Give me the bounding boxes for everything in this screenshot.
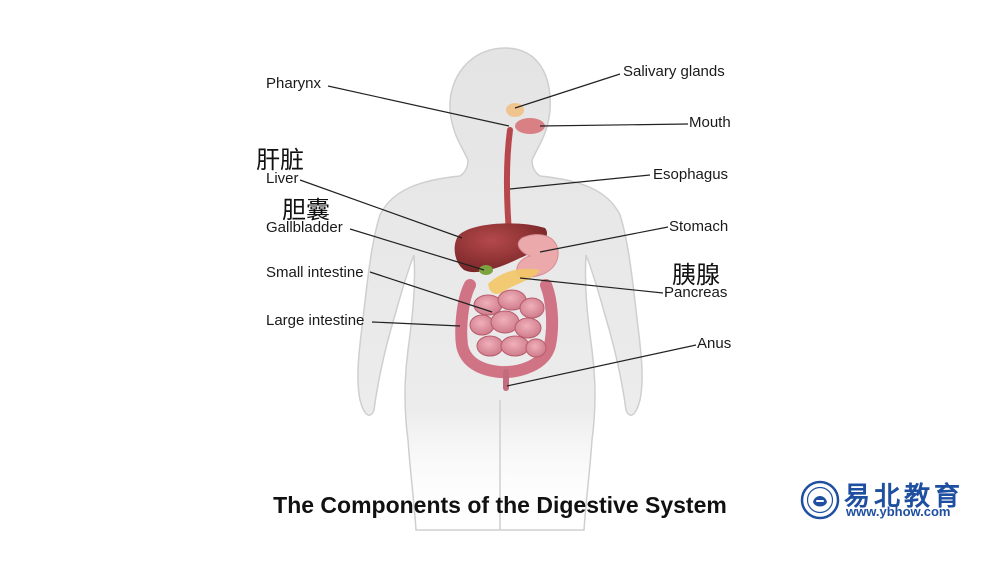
diagram-title: The Components of the Digestive System xyxy=(273,492,727,518)
mouth-shape xyxy=(515,118,545,134)
leader-small-intestine xyxy=(369,271,493,313)
brand-logo-url: www.ybhow.com xyxy=(846,504,951,519)
label-stomach: Stomach xyxy=(669,218,729,235)
leader-pharynx xyxy=(327,85,510,127)
leader-liver xyxy=(299,179,463,239)
large-intestine-shape xyxy=(455,279,559,379)
leader-gallbladder xyxy=(349,228,485,271)
small-intestine-shape xyxy=(469,289,547,358)
leader-lines xyxy=(299,73,697,387)
brand-logo: 易北教育 www.ybhow.com xyxy=(800,478,985,524)
gallbladder-shape xyxy=(479,265,493,275)
leader-salivary-glands xyxy=(514,73,621,109)
leader-pancreas xyxy=(519,277,664,294)
label-mouth: Mouth xyxy=(689,114,731,131)
leader-esophagus xyxy=(509,174,651,190)
label-anus: Anus xyxy=(697,335,732,352)
brand-logo-mark xyxy=(800,480,840,520)
leader-stomach xyxy=(539,226,669,253)
leader-anus xyxy=(506,344,697,387)
label-esophagus: Esophagus xyxy=(653,166,729,183)
label-gallbladder-cn: 胆囊 xyxy=(282,196,330,224)
label-small-intestine: Small intestine xyxy=(266,264,364,281)
label-pancreas: Pancreas xyxy=(664,284,728,301)
label-gallbladder: Gallbladder xyxy=(266,219,343,236)
liver-shape xyxy=(454,223,548,273)
brand-logo-name: 易北教育 xyxy=(844,482,965,512)
label-liver-cn: 肝脏 xyxy=(256,146,304,174)
label-liver: Liver xyxy=(266,170,299,187)
label-pharynx: Pharynx xyxy=(266,75,322,92)
label-salivary-glands: Salivary glands xyxy=(623,63,725,80)
leader-large-intestine xyxy=(371,321,461,327)
salivary-gland-shape xyxy=(506,103,524,117)
label-large-intestine: Large intestine xyxy=(266,312,365,329)
pancreas-shape xyxy=(488,268,540,294)
leader-mouth xyxy=(539,123,689,127)
label-pancreas-cn: 胰腺 xyxy=(672,261,720,289)
